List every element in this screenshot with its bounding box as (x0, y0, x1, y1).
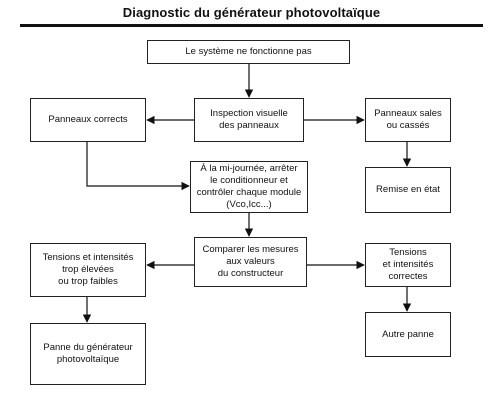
title-rule (20, 24, 483, 27)
arrow-correct-to-midday (86, 142, 190, 191)
node-good-values: Tensions et intensités correctes (365, 243, 451, 287)
node-compare-measures: Comparer les mesures aux valeurs du cons… (194, 237, 307, 287)
node-midday-check: À la mi-journée, arrêter le conditionneu… (190, 161, 308, 213)
node-bad-values: Tensions et intensités trop élevées ou t… (30, 243, 146, 297)
node-repair: Remise en état (365, 167, 451, 213)
node-other-fault: Autre panne (365, 312, 451, 357)
node-dirty-panels: Panneaux sales ou cassés (365, 98, 451, 142)
node-correct-panels: Panneaux corrects (30, 98, 146, 142)
node-generator-fault: Panne du générateur photovoltaïque (30, 323, 146, 385)
node-start: Le système ne fonctionne pas (147, 40, 350, 64)
diagram-title: Diagnostic du générateur photovoltaïque (122, 5, 381, 20)
node-visual-inspection: Inspection visuelle des panneaux (194, 98, 304, 142)
